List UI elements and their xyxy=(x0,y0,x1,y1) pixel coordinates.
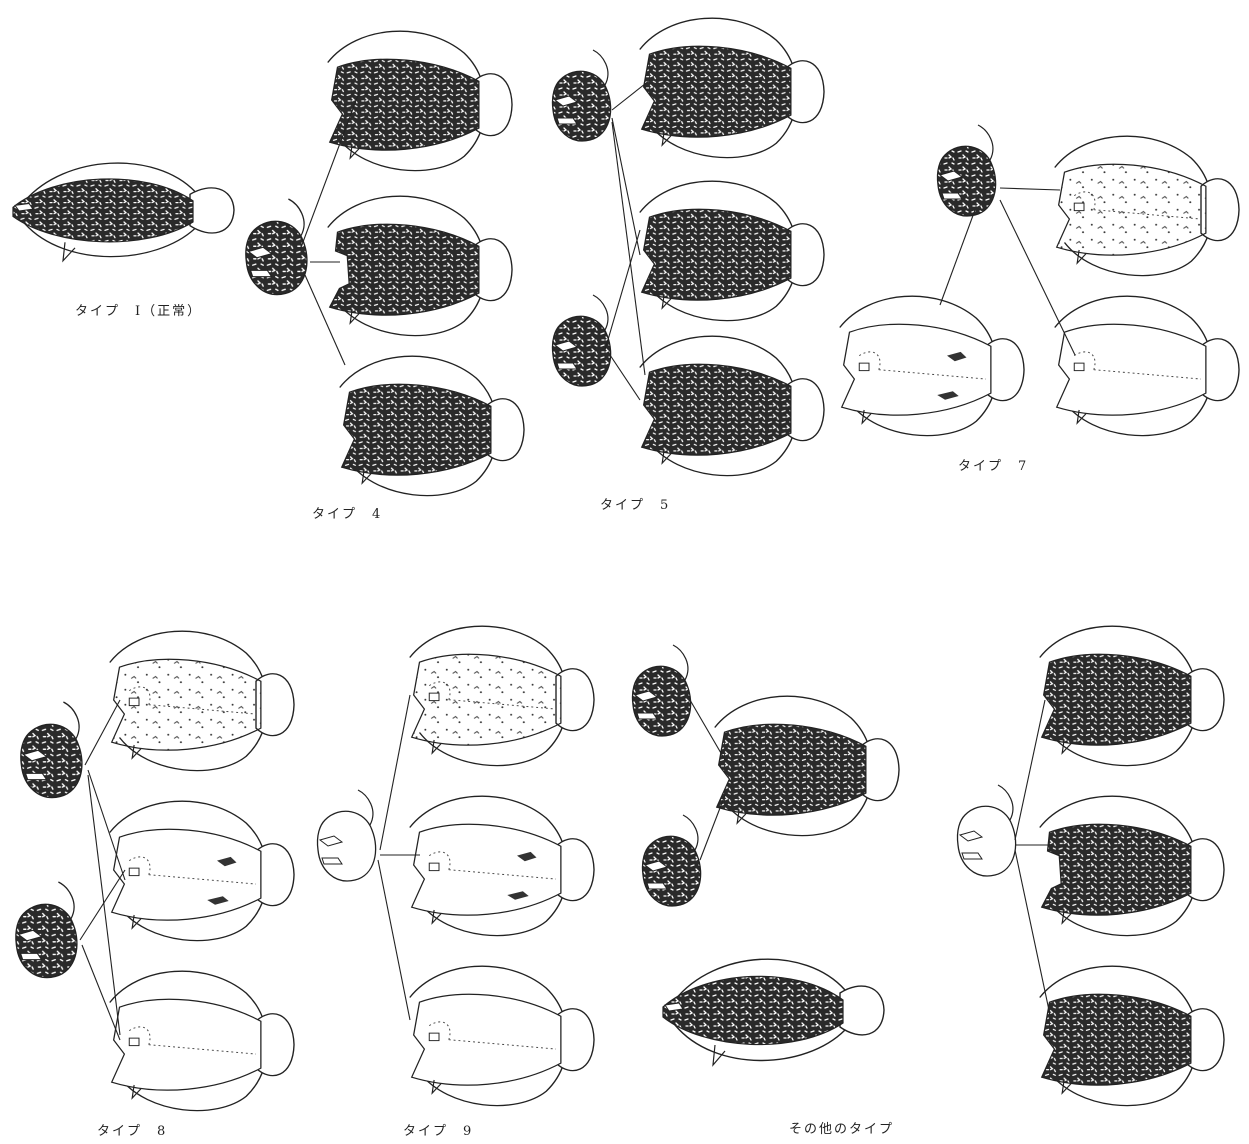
caption-type-7: タイプ 7 xyxy=(958,455,1028,474)
type5-fish-lower xyxy=(640,336,824,475)
type9-link-lower xyxy=(378,860,410,1020)
type5-head-upper xyxy=(552,50,610,141)
type4-fish-lower xyxy=(340,356,524,495)
other-link-right-lower xyxy=(1015,850,1050,1015)
other-link-a xyxy=(690,700,725,760)
type5-link-c xyxy=(612,122,645,375)
type4-fish-middle xyxy=(328,196,512,335)
caption-type-5: タイプ 5 xyxy=(600,494,670,513)
other-link-b xyxy=(700,795,725,860)
other-fish-right-upper xyxy=(1040,626,1224,765)
other-fish-middle xyxy=(715,696,899,835)
type9-fish-lower xyxy=(410,966,594,1105)
other-head-detail-right xyxy=(957,785,1015,876)
caption-type-1: タイプ I（正常） xyxy=(75,300,202,319)
other-head-lower xyxy=(642,815,700,906)
type5-link-d xyxy=(605,230,640,350)
type5-link-e xyxy=(610,355,640,400)
type9-fish-middle xyxy=(410,796,594,935)
type7-fish-left xyxy=(840,296,1024,435)
other-link-right-upper xyxy=(1015,700,1045,840)
caption-other-types: その他のタイプ xyxy=(789,1118,894,1137)
caption-type-4: タイプ 4 xyxy=(312,503,382,522)
type5-head-lower xyxy=(552,295,610,386)
caption-type-9: タイプ 9 xyxy=(403,1120,473,1139)
type7-link-left xyxy=(940,210,975,305)
other-fish-whole xyxy=(663,959,884,1065)
type9-head-detail xyxy=(317,790,375,881)
type7-head-detail xyxy=(937,125,995,216)
type7-fish-right xyxy=(1055,296,1239,435)
type7-link-upper xyxy=(1000,188,1060,190)
type8-fish-middle xyxy=(110,801,294,940)
type8-head-lower xyxy=(16,882,77,978)
caption-type-8: タイプ 8 xyxy=(97,1120,167,1139)
type5-fish-upper xyxy=(640,18,824,157)
type4-head-detail xyxy=(246,199,307,295)
type5-fish-middle xyxy=(640,181,824,320)
type7-link-right xyxy=(1000,200,1075,355)
type8-link-a xyxy=(85,700,120,765)
type8-head-upper xyxy=(21,702,82,798)
other-head-upper xyxy=(632,645,690,736)
type8-fish-upper xyxy=(110,631,294,770)
type9-link-upper xyxy=(380,695,410,850)
type7-fish-upper xyxy=(1055,136,1239,275)
type8-fish-lower xyxy=(110,971,294,1110)
type5-link-a xyxy=(612,80,650,110)
other-fish-right-lower xyxy=(1040,966,1224,1105)
type1-fish-whole xyxy=(13,163,234,261)
type5-link-b xyxy=(612,118,640,255)
other-fish-right-middle xyxy=(1040,796,1224,935)
type9-fish-upper xyxy=(410,626,594,765)
